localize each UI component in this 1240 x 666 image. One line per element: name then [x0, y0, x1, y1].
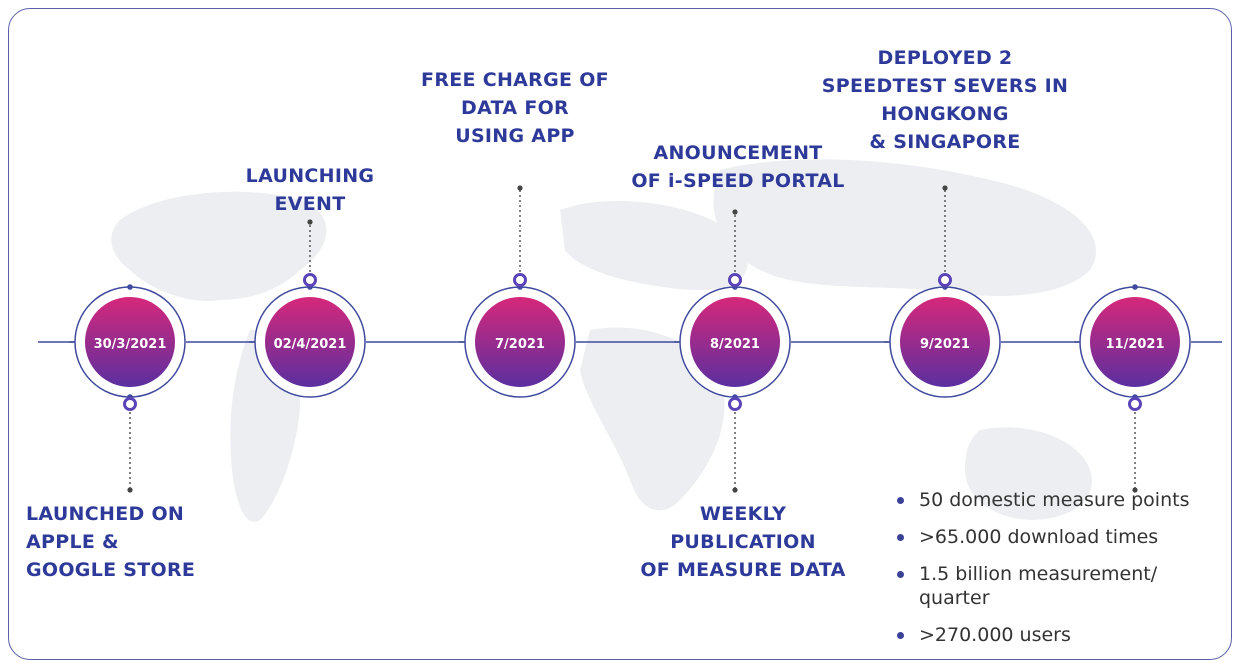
connector-ring-icon — [728, 273, 742, 287]
event-free-charge-data: FREE CHARGE OF DATA FOR USING APP — [421, 69, 609, 147]
date-label: 11/2021 — [1105, 337, 1164, 352]
stat-text: >65.000 download times — [919, 526, 1159, 548]
event-launching-event: LAUNCHING EVENT — [245, 165, 375, 215]
bullet-icon — [897, 534, 904, 541]
connector-ring-icon — [938, 273, 952, 287]
node-arc — [889, 341, 1001, 398]
date-node-circle — [265, 297, 355, 387]
date-label: 8/2021 — [710, 337, 760, 352]
connector-ring-icon — [1128, 397, 1142, 411]
date-node-circle — [475, 297, 565, 387]
connector-ring-icon — [728, 397, 742, 411]
frame — [8, 8, 1232, 660]
stats-list: 50 domestic measure points >65.000 downl… — [893, 488, 1189, 660]
date-node-circle — [690, 297, 780, 387]
date-node-circle — [900, 297, 990, 387]
date-label: 02/4/2021 — [274, 337, 347, 352]
arc-dot — [1132, 284, 1138, 290]
connector-end-dot — [127, 487, 133, 493]
stat-item: >65.000 download times — [893, 525, 1189, 549]
connector-ring-icon — [513, 273, 527, 287]
bullet-icon — [897, 571, 904, 578]
date-node-circle — [1090, 297, 1180, 387]
connector-ring-icon — [123, 397, 137, 411]
connector-end-dot — [517, 185, 523, 191]
stat-item: 50 domestic measure points — [893, 488, 1189, 512]
stat-text: >270.000 users — [919, 624, 1071, 646]
connector-end-dot — [732, 209, 738, 215]
connector-end-dot — [307, 219, 313, 225]
bullet-icon — [897, 632, 904, 639]
date-label: 30/3/2021 — [94, 337, 167, 352]
node-arc — [254, 341, 366, 398]
date-label: 7/2021 — [495, 337, 545, 352]
date-label: 9/2021 — [920, 337, 970, 352]
connector-end-dot — [732, 487, 738, 493]
arc-dot — [127, 284, 133, 290]
node-arc — [464, 341, 576, 398]
event-launched-on-store: LAUNCHED ON APPLE & GOOGLE STORE — [26, 503, 196, 581]
bullet-icon — [897, 497, 904, 504]
event-announcement-portal: ANOUNCEMENT OF i-SPEED PORTAL — [631, 142, 845, 192]
date-node-circle — [85, 297, 175, 387]
event-deployed-speedtest-servers: DEPLOYED 2 SPEEDTEST SEVERS IN HONGKONG … — [821, 47, 1069, 153]
stat-item: 1.5 billion measurement/ quarter — [893, 562, 1189, 610]
event-weekly-publication: WEEKLY PUBLICATION OF MEASURE DATA — [640, 503, 846, 581]
connector-end-dot — [942, 185, 948, 191]
connector-end-dot — [1132, 487, 1138, 493]
stat-text: 1.5 billion measurement/ quarter — [919, 563, 1158, 609]
stat-text: 50 domestic measure points — [919, 489, 1190, 511]
continents — [111, 159, 1097, 522]
connector-ring-icon — [303, 273, 317, 287]
stat-item: >270.000 users — [893, 623, 1189, 647]
